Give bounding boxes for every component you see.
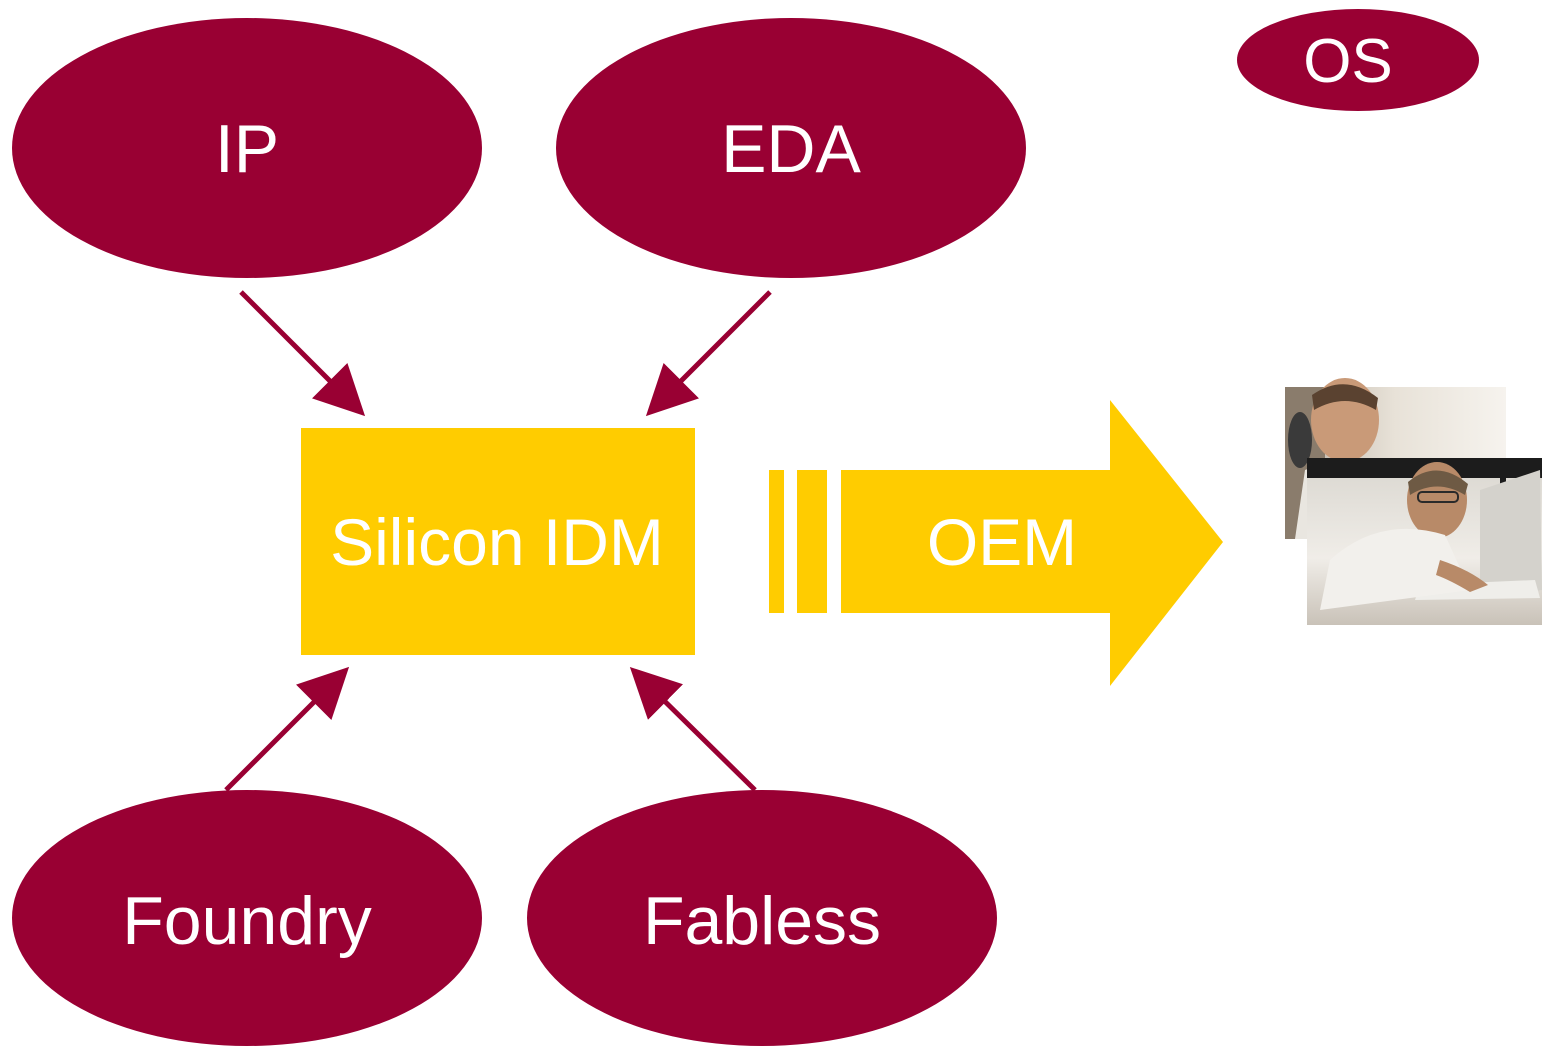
- os-ellipse: [1237, 9, 1479, 111]
- ip-label: IP: [215, 111, 279, 187]
- node-foundry: Foundry: [12, 790, 482, 1046]
- end-users-photo: [1285, 378, 1542, 625]
- photo-man-at-laptop: [1307, 458, 1542, 625]
- eda-label: EDA: [721, 111, 861, 187]
- eda-ellipse: [556, 18, 1026, 278]
- node-ip: IP: [12, 18, 482, 278]
- foundry-label: Foundry: [122, 883, 371, 959]
- node-os: OS: [1237, 9, 1479, 111]
- oem-arrow-body: [841, 400, 1223, 686]
- oem-arrow-stripe-2: [797, 470, 827, 613]
- arrow-foundry-to-idm: [224, 666, 350, 792]
- fabless-ellipse: [527, 790, 997, 1046]
- fabless-label: Fabless: [643, 883, 881, 959]
- arrow-eda-to-idm: [645, 290, 772, 417]
- node-silicon-idm: Silicon IDM: [301, 428, 695, 655]
- arrow-ip-to-idm: [239, 290, 366, 417]
- silicon-idm-label: Silicon IDM: [330, 505, 664, 579]
- ip-ellipse: [12, 18, 482, 278]
- node-eda: EDA: [556, 18, 1026, 278]
- oem-arrow-stripe-1: [769, 470, 784, 613]
- os-label: OS: [1303, 27, 1393, 96]
- arrow-fabless-to-idm: [629, 666, 757, 792]
- silicon-idm-box: [301, 428, 695, 655]
- node-fabless: Fabless: [527, 790, 997, 1046]
- oem-label: OEM: [927, 505, 1077, 579]
- foundry-ellipse: [12, 790, 482, 1046]
- node-oem: OEM: [769, 400, 1223, 686]
- connector-arrows: [224, 290, 772, 792]
